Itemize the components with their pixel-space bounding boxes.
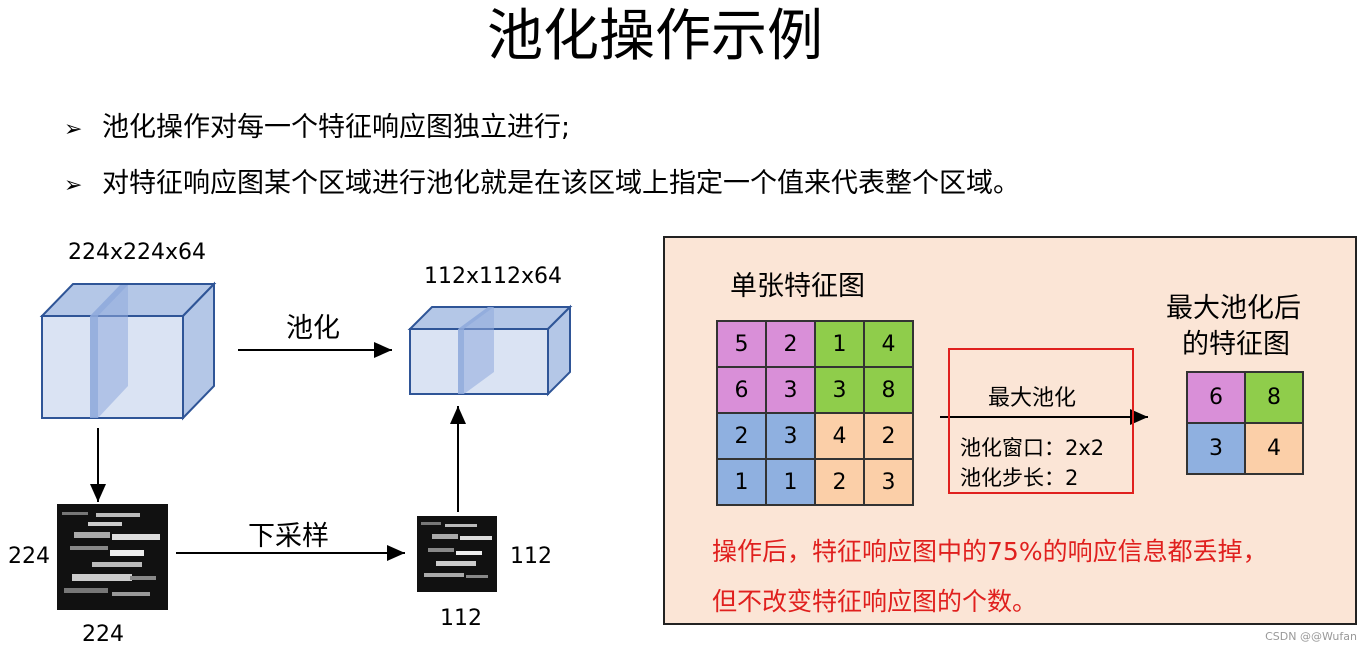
pool-label: 池化 [286,313,340,344]
matrix-cell: 2 [815,459,864,505]
matrix-cell: 3 [1187,423,1245,474]
output-feature-volume [407,304,573,397]
matrix-cell: 3 [815,367,864,413]
result-note-line1: 操作后，特征响应图中的75%的响应信息都丢掉， [712,537,1268,566]
matrix-cell: 2 [864,413,913,459]
matrix-cell: 8 [1245,372,1303,423]
downsample-label: 下采样 [248,521,329,552]
pool-window-label: 池化窗口：2x2 [960,436,1105,460]
matrix-cell: 3 [864,459,913,505]
small-image-width-label: 112 [440,606,482,631]
matrix-cell: 1 [717,459,766,505]
bullet-item: ➢ 对特征响应图某个区域进行池化就是在该区域上指定一个值来代表整个区域。 [64,166,1020,204]
matrix-cell: 5 [717,321,766,367]
arrow-bullet-icon: ➢ [64,117,83,142]
pool-stride-label: 池化步长：2 [960,466,1079,490]
result-heading-line2: 的特征图 [1182,329,1290,360]
matrix-cell: 4 [864,321,913,367]
matrix-cell: 1 [815,321,864,367]
result-heading-line1: 最大池化后 [1166,293,1301,324]
matrix-cell: 8 [864,367,913,413]
matrix-cell: 3 [766,367,815,413]
small-image-height-label: 112 [510,544,552,569]
result-note-line2: 但不改变特征响应图的个数。 [712,587,1038,616]
watermark: CSDN @@Wufan [1265,630,1357,643]
arrow-bullet-icon: ➢ [64,173,83,198]
feature-map-heading: 单张特征图 [730,271,865,302]
matrix-cell: 2 [766,321,815,367]
pooling-diagram [39,281,573,610]
matrix-cell: 4 [1245,423,1303,474]
page-title: 池化操作示例 [487,4,823,69]
feature-map-image-large [57,504,168,610]
matrix-cell: 3 [766,413,815,459]
max-pool-label: 最大池化 [988,386,1077,411]
matrix-cell: 6 [1187,372,1245,423]
bullet-text: 池化操作对每一个特征响应图独立进行; [102,112,571,143]
bullet-text: 对特征响应图某个区域进行池化就是在该区域上指定一个值来代表整个区域。 [102,168,1020,199]
matrix-cell: 4 [815,413,864,459]
matrix-cell: 6 [717,367,766,413]
input-feature-volume [39,281,217,421]
feature-map-image-small [417,516,497,592]
max-pool-arrow [940,409,1148,425]
matrix-cell: 2 [717,413,766,459]
large-image-width-label: 224 [82,622,124,647]
large-image-height-label: 224 [8,544,50,569]
bullet-item: ➢ 池化操作对每一个特征响应图独立进行; [64,110,570,148]
pooling-params-box [948,348,1134,494]
matrix-cell: 1 [766,459,815,505]
output-dims-label: 112x112x64 [424,264,563,289]
input-dims-label: 224x224x64 [68,240,207,265]
